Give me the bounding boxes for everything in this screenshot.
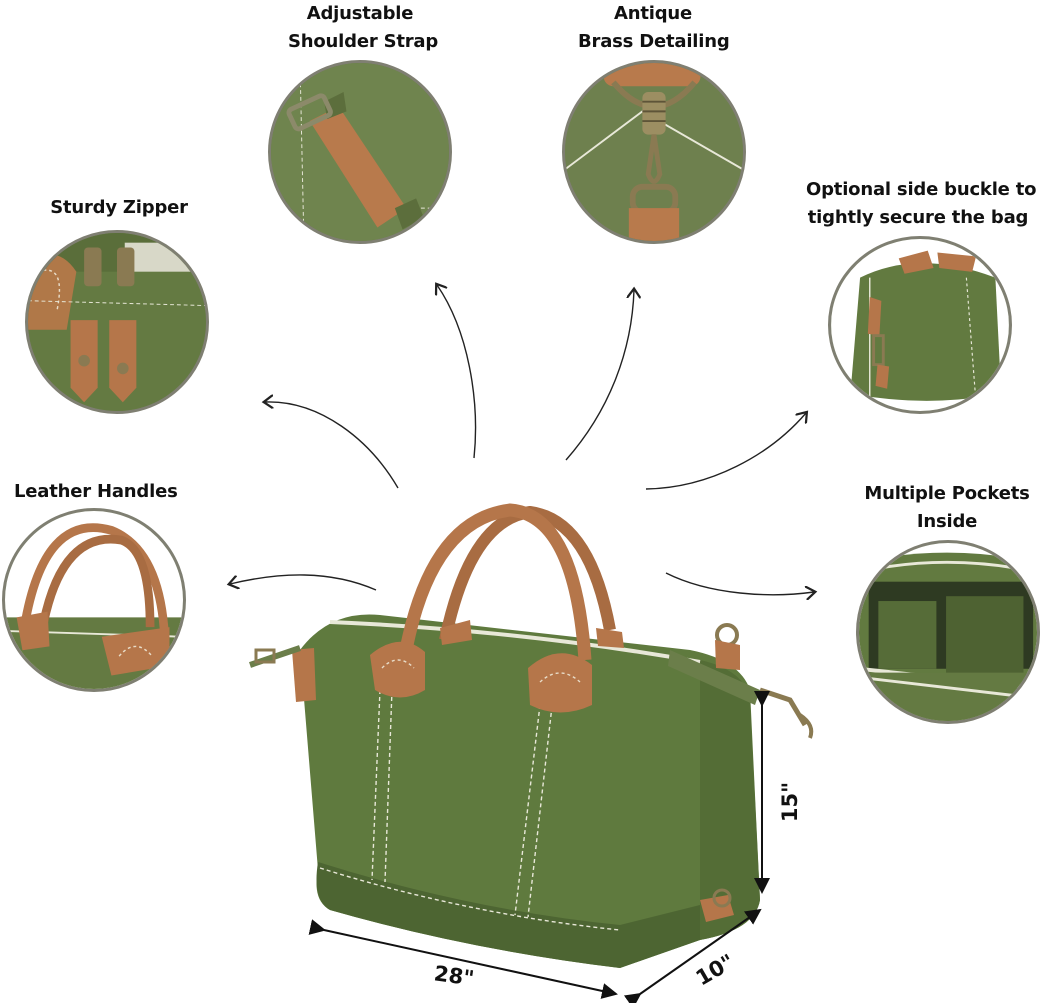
label-sturdy-zipper: Sturdy Zipper	[50, 197, 188, 218]
dimension-length-line	[308, 919, 618, 999]
label-brass-detailing: Antique Brass Detailing	[578, 3, 730, 52]
bag-side-tab-left	[292, 648, 316, 702]
arrow-to-handles	[230, 574, 377, 591]
detail-side-buckle-photo	[828, 236, 1012, 414]
label-leather-handles: Leather Handles	[14, 481, 178, 502]
label-shoulder-strap: Adjustable Shoulder Strap	[288, 3, 439, 52]
arrow-to-buckle	[645, 413, 806, 490]
arrow-to-pockets	[665, 572, 814, 595]
bag-shoulder-strap-folded	[668, 650, 760, 705]
dimension-depth-line	[623, 908, 762, 1003]
label-multiple-pockets: Multiple Pockets Inside	[864, 483, 1030, 532]
arrow-to-strap	[437, 285, 477, 459]
bag-handle-tab-left	[370, 641, 425, 698]
arrow-to-brass	[565, 290, 634, 461]
detail-brass-hardware-photo	[562, 60, 746, 244]
dimension-height-label: 15"	[778, 781, 803, 823]
bag-side-panel	[700, 660, 760, 940]
label-side-buckle: Optional side buckle to tightly secure t…	[806, 179, 1037, 228]
bag-zipper-line	[329, 620, 701, 664]
detail-shoulder-strap-photo	[268, 60, 452, 244]
detail-leather-handles-photo	[2, 508, 186, 692]
bag-handle-tab-right	[528, 653, 592, 713]
arrow-to-zipper	[265, 402, 399, 489]
bag-handle-front	[398, 503, 592, 661]
